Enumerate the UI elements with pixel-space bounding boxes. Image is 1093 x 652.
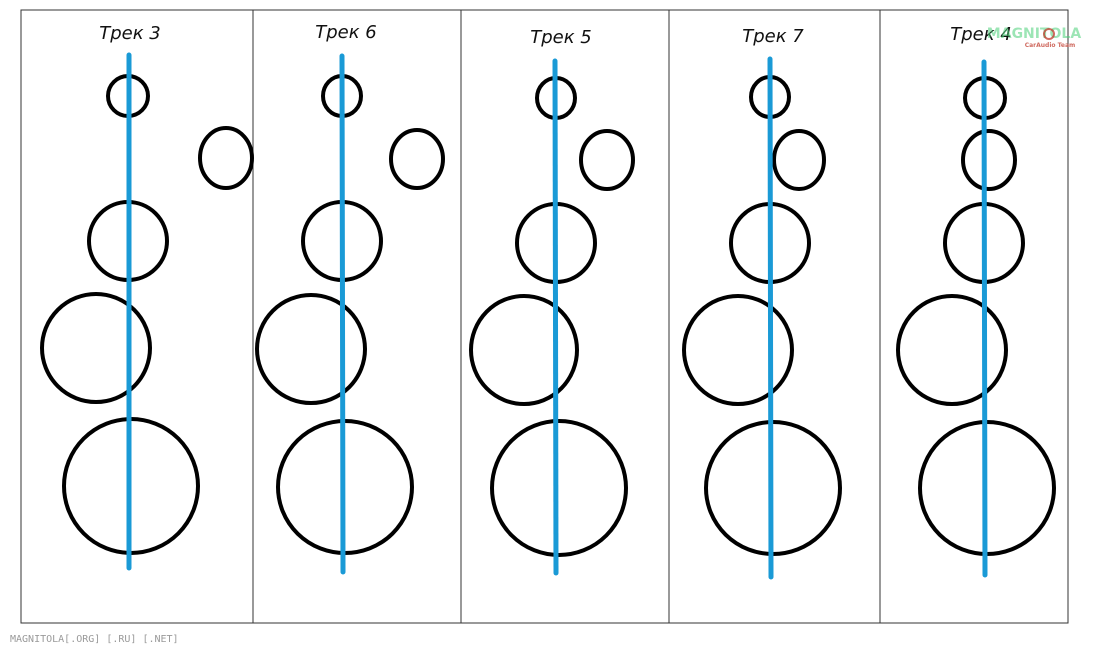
circle-group [896, 59, 1056, 578]
panel-title: Трек 3 [99, 23, 161, 44]
logo-text: MAGNITOLA [987, 26, 1082, 42]
speaker-circle [772, 129, 826, 191]
speaker-circle [469, 294, 579, 406]
panel-track-4: Трек 4 [896, 24, 1056, 578]
speaker-circle [961, 129, 1017, 191]
logo-subtext: CarAudio Team [1025, 42, 1076, 49]
circle-group [682, 56, 842, 580]
circle-group [469, 58, 635, 576]
track-axis-line [767, 56, 774, 580]
circle-group [255, 53, 445, 575]
track-axis-line [339, 53, 346, 575]
speaker-circle [896, 294, 1008, 406]
footer-watermark: MAGNITOLA[.ORG] [.RU] [.NET] [10, 634, 179, 645]
panel-title: Трек 6 [315, 22, 377, 43]
panel-title: Трек 7 [742, 26, 804, 47]
track-axis-line [552, 58, 559, 576]
panel-track-5: Трек 5 [469, 27, 635, 576]
panel-track-6: Трек 6 [255, 22, 445, 575]
speaker-circle [579, 129, 635, 191]
logo-watermark: MAGNITOLA CarAudio Team [987, 26, 1082, 49]
track-axis-line [981, 59, 988, 578]
speaker-circle [490, 419, 628, 557]
speaker-circle [255, 293, 367, 405]
circle-group [40, 52, 254, 571]
panel-frames [20, 9, 1069, 624]
speaker-circle [682, 294, 794, 406]
outer-frame [20, 9, 1069, 624]
panel-track-3: Трек 3 [40, 23, 254, 571]
speaker-circle [40, 292, 152, 404]
speaker-circle [198, 126, 254, 190]
logo-ring-icon [1043, 28, 1055, 40]
speaker-circle [389, 128, 445, 190]
panel-title: Трек 5 [530, 27, 592, 48]
panel-track-7: Трек 7 [682, 26, 842, 580]
panel-title: Трек 4 [950, 24, 1012, 45]
